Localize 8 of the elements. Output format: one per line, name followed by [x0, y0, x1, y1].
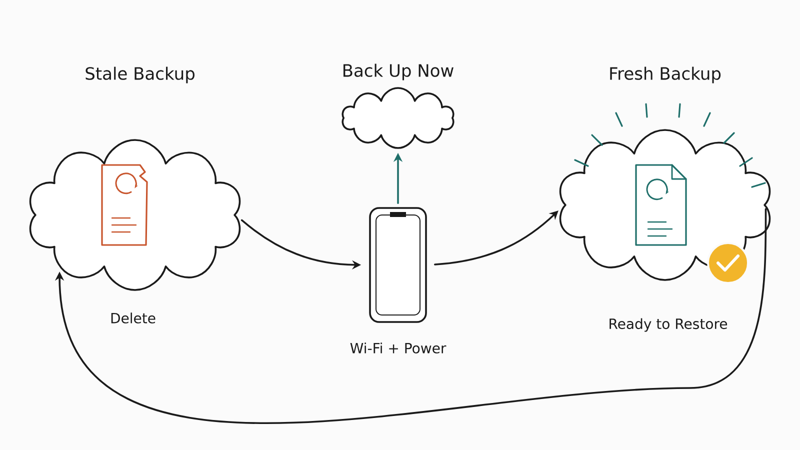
- phone-drawing: [369, 207, 427, 323]
- heading: Back Up Now: [344, 64, 454, 80]
- node-label: Wi-Fi + Power: [350, 342, 446, 354]
- arrow: [54, 208, 767, 424]
- node-label: Delete: [111, 312, 156, 324]
- heading: Fresh Backup: [610, 66, 721, 84]
- heading: Stale Backup: [86, 66, 194, 84]
- node-label: Ready to Restore: [610, 318, 728, 332]
